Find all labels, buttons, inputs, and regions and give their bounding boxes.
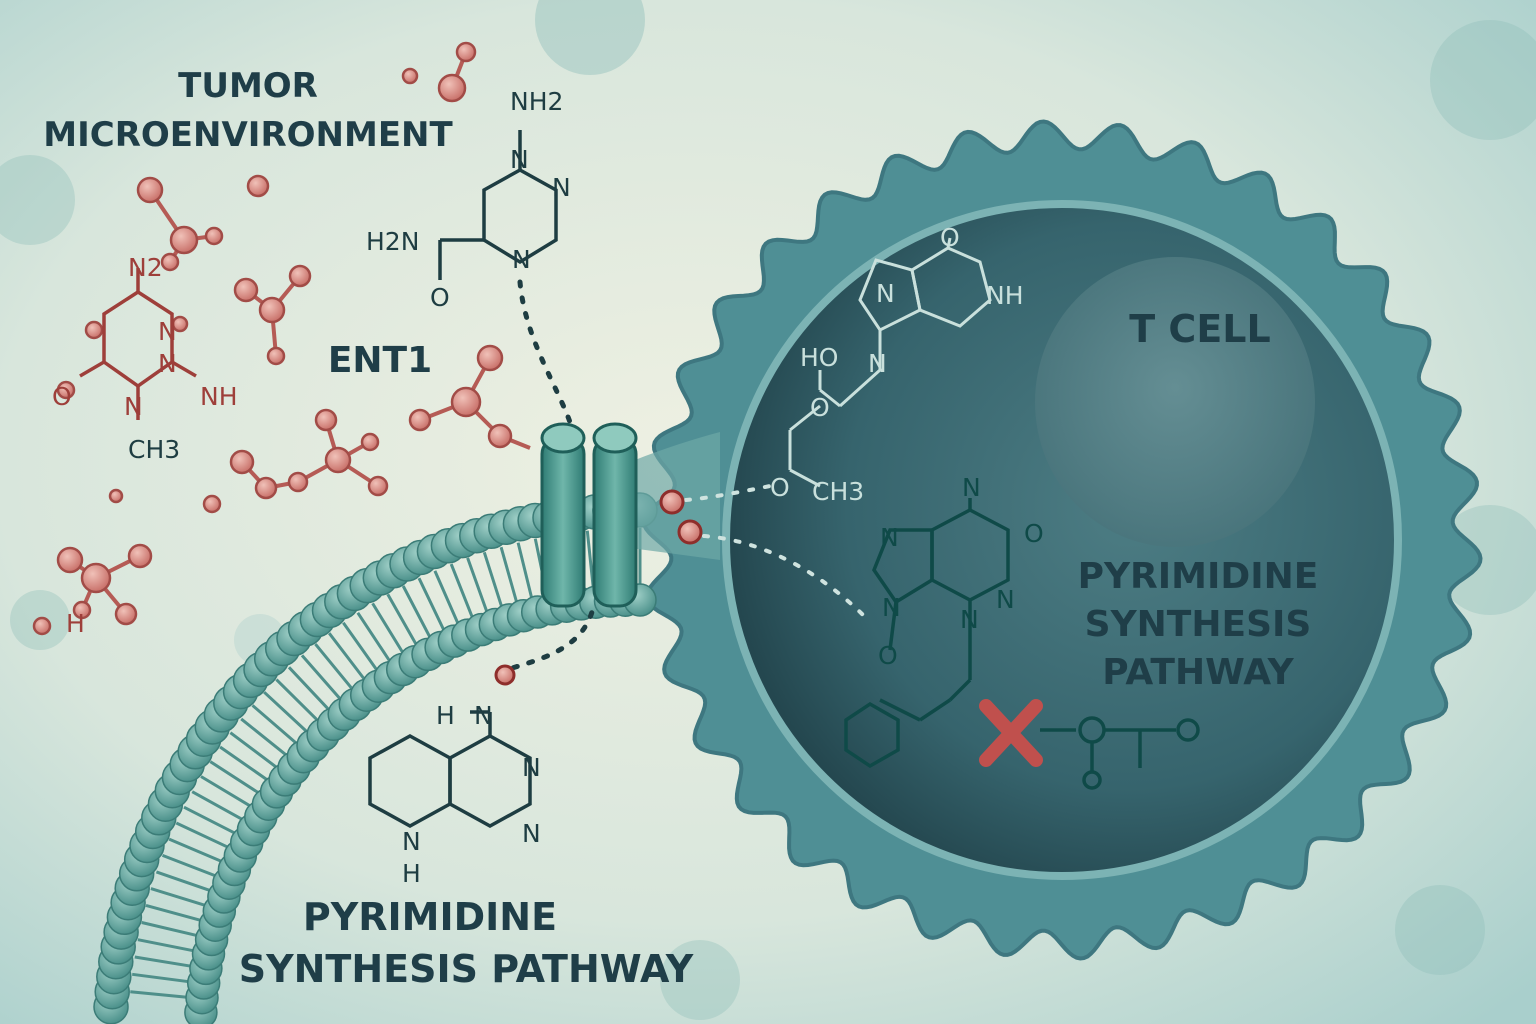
t-cell-label: T CELL [1129, 307, 1270, 351]
chem-label: N [876, 279, 895, 308]
red-atom [288, 264, 312, 288]
red-atom [314, 408, 338, 432]
red-atom [401, 67, 419, 85]
red-atom [324, 446, 352, 474]
chem-label: N [522, 753, 541, 782]
t-cell-nucleus [1035, 257, 1315, 547]
chem-label: H [66, 609, 85, 638]
red-atom [254, 476, 278, 500]
red-atom [476, 344, 504, 372]
chem-label: N [512, 245, 531, 274]
purine-top-structure [788, 237, 992, 488]
pathway-inner-label: PATHWAY [1102, 652, 1294, 693]
chem-label: N [996, 585, 1015, 614]
red-atom [408, 408, 432, 432]
triazine-structure [438, 130, 558, 280]
chem-label: N [880, 523, 899, 552]
chem-label: O [52, 382, 72, 411]
chem-label: N [882, 593, 901, 622]
chem-label: O [940, 223, 960, 252]
chem-label: N [552, 173, 571, 202]
red-atom [32, 616, 52, 636]
pathway-bottom-label: PYRIMIDINE [303, 895, 557, 939]
pathway-inner-label: PYRIMIDINE [1078, 556, 1319, 597]
chem-label: N [960, 605, 979, 634]
red-atom [204, 226, 224, 246]
red-atom [56, 546, 84, 574]
chem-label: N [510, 145, 529, 174]
red-atom [229, 449, 255, 475]
chem-label: H2N [366, 227, 419, 256]
red-atom [56, 380, 76, 400]
chem-label: H [402, 859, 421, 888]
chem-label: H [436, 701, 455, 730]
chem-label: N [124, 392, 143, 421]
chem-label: N [402, 827, 421, 856]
pathway-bottom-label: SYNTHESIS PATHWAY [239, 947, 694, 991]
red-atom [258, 296, 286, 324]
red-atom [169, 225, 199, 255]
decitabine-structure [79, 268, 197, 420]
nucleoside-particle [659, 489, 685, 515]
tumor-label: MICROENVIRONMENT [43, 115, 453, 155]
red-atom [287, 471, 309, 493]
red-atom [367, 475, 389, 497]
pathway-inner-label: SYNTHESIS [1085, 604, 1312, 645]
chem-label: N [522, 819, 541, 848]
chem-label: O [1024, 519, 1044, 548]
ent1-label: ENT1 [328, 340, 432, 381]
red-atom [487, 423, 513, 449]
red-atom [266, 346, 286, 366]
chem-label: CH3 [812, 477, 864, 506]
chem-label: HO [800, 343, 838, 372]
red-atom [108, 488, 124, 504]
tumor-label: TUMOR [178, 66, 318, 106]
red-atom [127, 543, 153, 569]
red-atom [450, 386, 482, 418]
chem-label: O [810, 393, 830, 422]
chem-label: NH2 [510, 87, 563, 116]
chem-label: NH [200, 382, 238, 411]
red-molecule-atoms [32, 41, 513, 636]
chem-label: N [868, 349, 887, 378]
red-atom [246, 174, 270, 198]
chem-label: O [878, 641, 898, 670]
red-atom [136, 176, 164, 204]
chem-label: O [770, 473, 790, 502]
chem-label: N [474, 701, 493, 730]
pyridopyrimidine-structure [368, 710, 532, 828]
red-atom [437, 73, 467, 103]
nucleoside-particle [677, 519, 703, 545]
nucleoside-particle [494, 664, 516, 686]
chem-label: N [962, 473, 981, 502]
purine-lower-structure [844, 498, 1200, 790]
chem-label: N [158, 349, 177, 378]
red-atom [202, 494, 222, 514]
red-atom [114, 602, 138, 626]
red-atom [233, 277, 259, 303]
chem-label: O [430, 283, 450, 312]
chem-label: NH [986, 281, 1024, 310]
red-atom [84, 320, 104, 340]
chem-label: CH3 [128, 435, 180, 464]
chem-label: N2 [128, 253, 163, 282]
red-atom [160, 252, 180, 272]
red-atom [360, 432, 380, 452]
red-atom [455, 41, 477, 63]
t-cell-cytoplasm [722, 200, 1402, 880]
ent1-channel-icon [540, 422, 638, 608]
chem-label: N [158, 317, 177, 346]
red-atom [72, 600, 92, 620]
red-atom [80, 562, 112, 594]
inhibition-x-icon [979, 699, 1043, 767]
